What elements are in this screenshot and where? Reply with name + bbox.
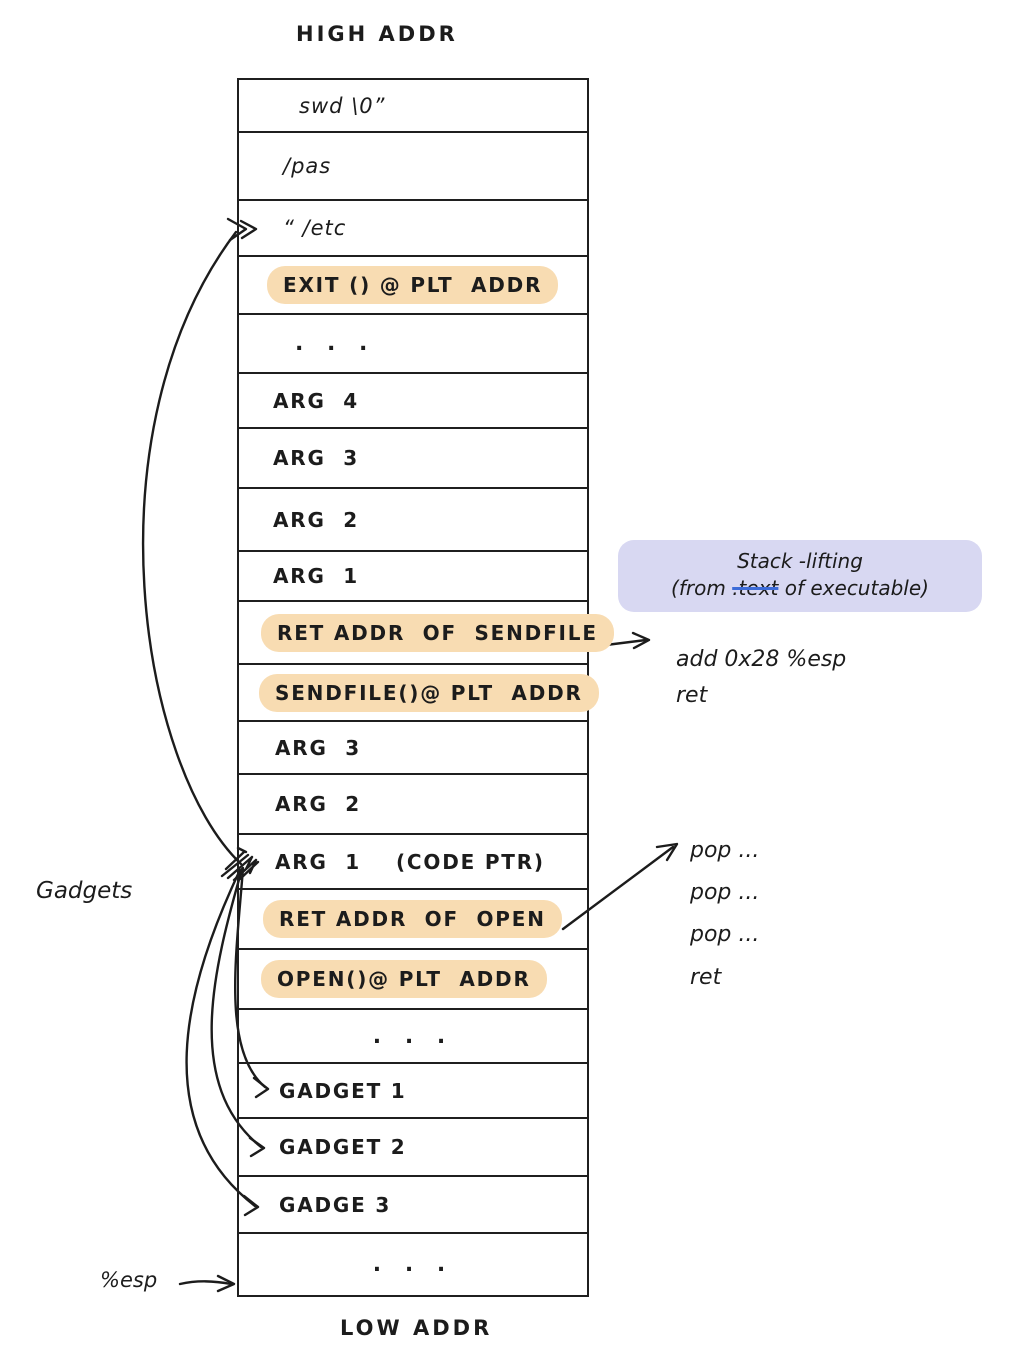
stack-cell-label-highlighted: RET ADDR OF OPEN <box>263 900 562 938</box>
stack-row-15: OPEN()@ PLT ADDR <box>239 950 587 1010</box>
stack-row-3: EXIT () @ PLT ADDR <box>239 257 587 315</box>
stack-cell-label: . . . <box>372 1252 454 1277</box>
stack-cell-label: “ /etc <box>283 216 347 240</box>
gadgets-label: Gadgets <box>36 878 133 904</box>
stack-cell-label: . . . <box>295 331 376 356</box>
stack-row-2: “ /etc <box>239 201 587 257</box>
stack-row-14: RET ADDR OF OPEN <box>239 890 587 950</box>
stack-row-20: . . . <box>239 1234 587 1297</box>
stack-cell-label: swd \0” <box>299 93 386 118</box>
open-gadget-line: pop ... <box>690 838 760 863</box>
arrow-esp <box>178 1280 233 1286</box>
stack-row-11: ARG 3 <box>239 722 587 775</box>
sendfile-gadget-code: add 0x28 %esp ret <box>676 642 846 715</box>
stack-row-0: swd \0” <box>239 80 587 133</box>
arrowhead-open-note <box>655 842 679 862</box>
stack-row-19: GADGE 3 <box>239 1177 587 1234</box>
stack-row-9: RET ADDR OF SENDFILE <box>239 602 614 665</box>
stack-row-7: ARG 2 <box>239 489 587 552</box>
stack-row-12: ARG 2 <box>239 775 587 835</box>
stack-cell-label: ARG 1 (CODE PTR) <box>275 849 545 874</box>
stack-cell-label: ARG 1 <box>273 564 359 588</box>
arrowhead-esp <box>216 1274 236 1293</box>
sendfile-gadget-line1: add 0x28 %esp <box>676 647 847 672</box>
stack-lifting-note: Stack -lifting (from .text of executable… <box>618 540 982 612</box>
stack-row-8: ARG 1 <box>239 552 587 602</box>
stack-lifting-line2: (from .text of executable) <box>671 576 929 600</box>
stack-cell-label: GADGET 2 <box>279 1135 407 1159</box>
esp-register-label: %esp <box>100 1268 158 1292</box>
arrowhead-sendfile-note <box>631 631 651 650</box>
stack-row-5: ARG 4 <box>239 374 587 429</box>
stack-cell-label: GADGET 1 <box>279 1078 407 1103</box>
open-gadget-code: pop ... pop ... pop ... ret <box>690 830 759 999</box>
stack-cell-label-highlighted: SENDFILE()@ PLT ADDR <box>259 673 599 712</box>
stack-row-13: ARG 1 (CODE PTR) <box>239 835 587 890</box>
stack-cell-label-highlighted: EXIT () @ PLT ADDR <box>267 266 559 304</box>
stack-cell-label: ARG 3 <box>275 735 361 760</box>
stack-cell-label: GADGE 3 <box>279 1192 392 1217</box>
open-gadget-line: pop ... <box>690 922 760 948</box>
low-addr-label: LOW ADDR <box>340 1316 493 1340</box>
stack-row-6: ARG 3 <box>239 429 587 489</box>
stack-cell-label: ARG 2 <box>275 792 361 816</box>
stack-lifting-line1: Stack -lifting <box>737 549 863 573</box>
stack-row-16: . . . <box>239 1010 587 1064</box>
stack-row-10: SENDFILE()@ PLT ADDR <box>239 665 599 722</box>
stack-cell-label: . . . <box>372 1023 454 1049</box>
sendfile-gadget-line2: ret <box>676 683 708 709</box>
stack-cell-label-highlighted: RET ADDR OF SENDFILE <box>261 613 614 652</box>
stack-cell-label: ARG 3 <box>273 446 359 470</box>
open-gadget-line: ret <box>690 964 722 990</box>
stack-row-18: GADGET 2 <box>239 1119 587 1177</box>
stack-row-4: . . . <box>239 315 587 374</box>
stack-cell-label-highlighted: OPEN()@ PLT ADDR <box>261 960 547 998</box>
stack-row-17: GADGET 1 <box>239 1064 587 1119</box>
stack-cell-label: /pas <box>283 154 332 178</box>
stack-cell-label: ARG 2 <box>273 507 359 532</box>
open-gadget-line: pop ... <box>690 880 760 906</box>
stack-row-1: /pas <box>239 133 587 201</box>
high-addr-label: HIGH ADDR <box>296 22 458 46</box>
stack-cell-label: ARG 4 <box>273 388 359 413</box>
dot-text-strike: .text <box>732 576 779 600</box>
arrow-arg1-to-etc <box>141 230 243 866</box>
